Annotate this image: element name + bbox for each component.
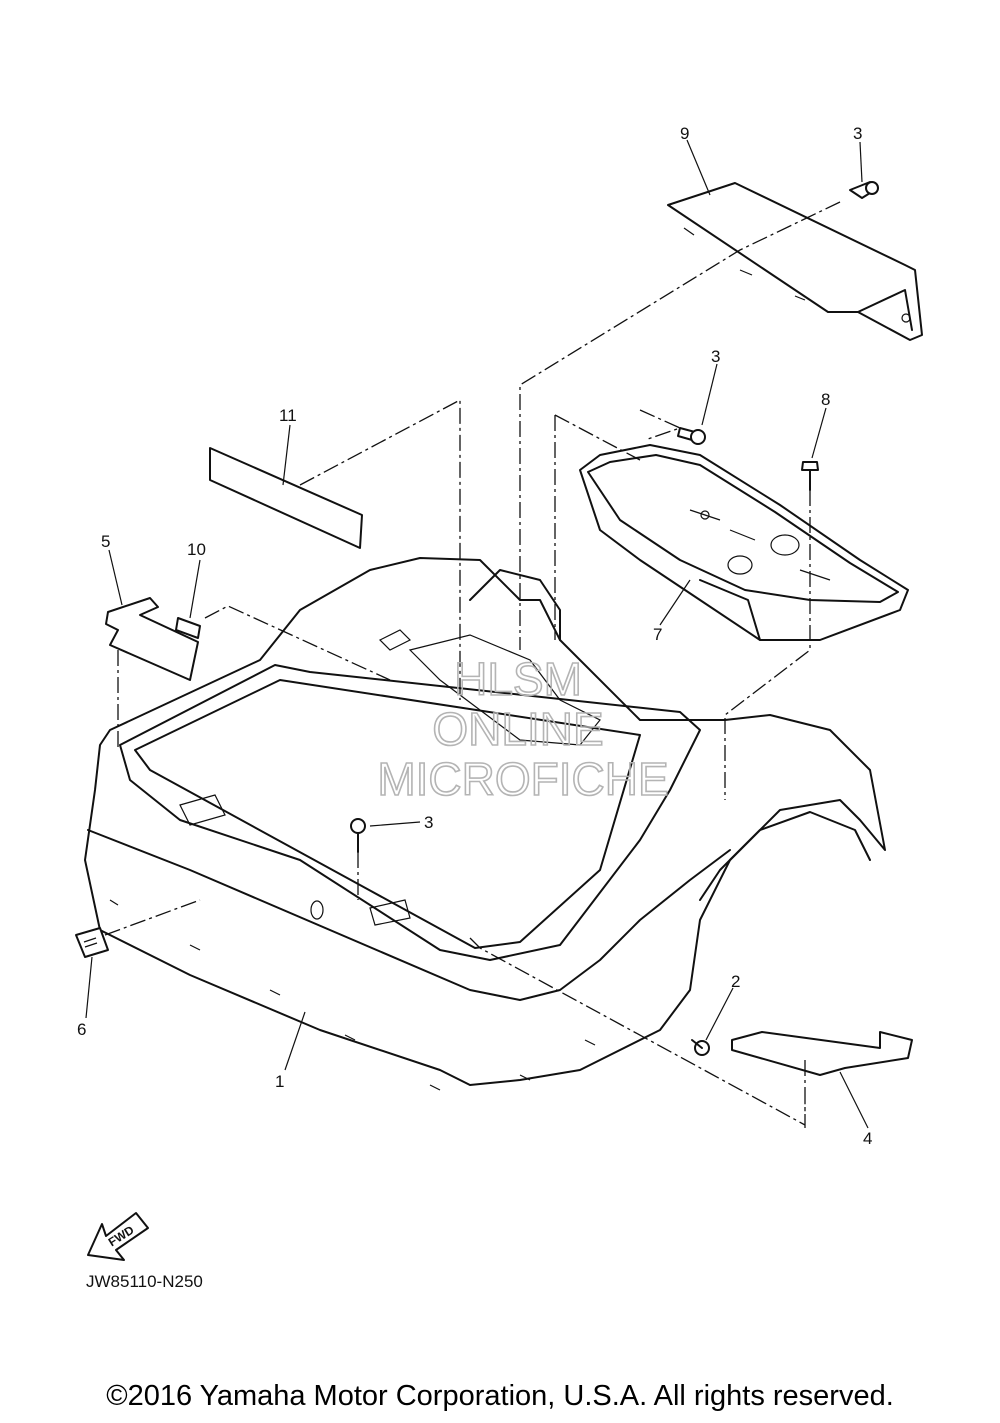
- watermark-line-2: ONLINE: [432, 703, 603, 755]
- callout-8: 8: [821, 390, 830, 409]
- fwd-arrow-icon: FWD: [87, 1212, 149, 1261]
- callout-5: 5: [101, 532, 110, 551]
- callout-3-top: 3: [853, 124, 862, 143]
- part-11-decal: [209, 447, 363, 549]
- callout-3-tray: 3: [711, 347, 720, 366]
- callout-2: 2: [731, 972, 740, 991]
- part-3-clip-top: [849, 181, 879, 199]
- leader-lines: [85, 139, 869, 1129]
- part-8-bolt: [801, 461, 819, 491]
- callout-1: 1: [275, 1072, 284, 1091]
- part-5-plate: [105, 597, 199, 681]
- callout-6: 6: [77, 1020, 86, 1039]
- part-3-clip-body: [350, 818, 366, 853]
- part-9-lid-cover: [667, 182, 923, 341]
- part-7-storage-tray: [579, 444, 909, 641]
- callout-11: 11: [279, 406, 297, 425]
- part-6-badge: [75, 927, 109, 958]
- watermark-line-3: MICROFICHE: [377, 753, 668, 805]
- watermark-line-1: HLSM: [454, 653, 582, 705]
- callout-10: 10: [187, 540, 206, 559]
- part-1-rear-body: [84, 557, 886, 1091]
- part-3-clip-tray: [677, 427, 706, 445]
- callout-9: 9: [680, 124, 689, 143]
- assembly-lines: [104, 201, 841, 1128]
- callout-3-body: 3: [424, 813, 433, 832]
- callout-7: 7: [653, 625, 662, 644]
- callout-4: 4: [863, 1129, 872, 1148]
- diagram-code: JW85110-N250: [86, 1272, 203, 1291]
- part-4-rear-plate: [731, 1031, 913, 1076]
- part-2-fastener: [691, 1039, 710, 1056]
- copyright-notice: ©2016 Yamaha Motor Corporation, U.S.A. A…: [106, 1380, 894, 1412]
- part-10-small-label: [175, 617, 201, 639]
- watermark: HLSM ONLINE MICROFICHE: [377, 652, 670, 806]
